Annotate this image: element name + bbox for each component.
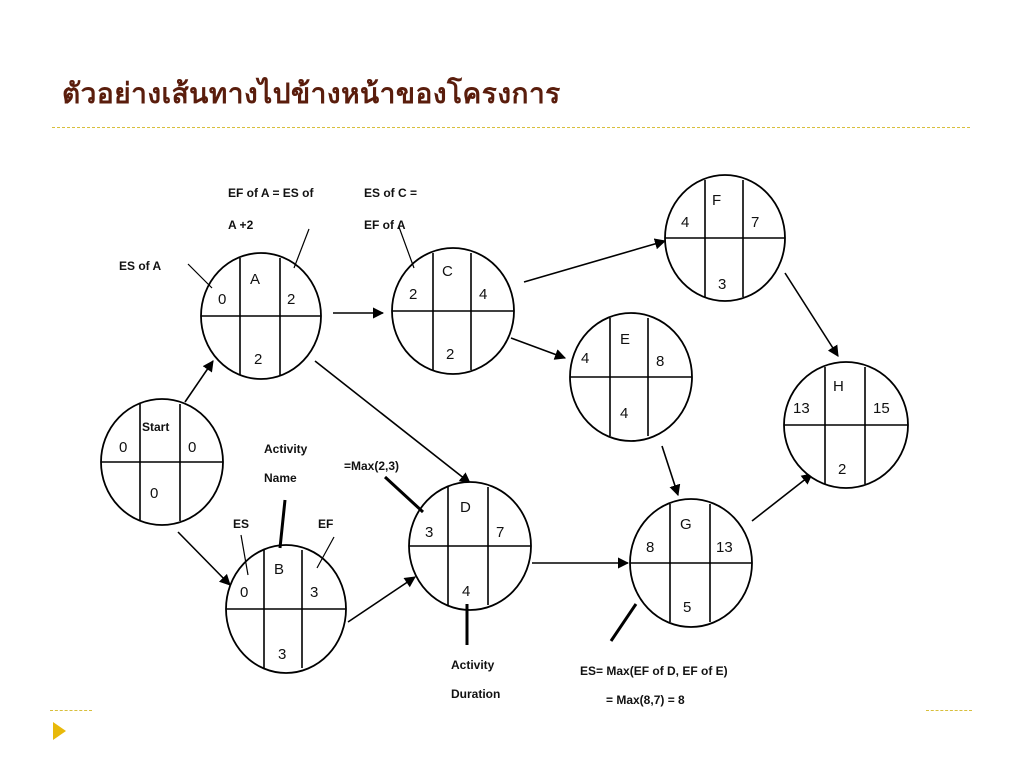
node-duration: 2 <box>446 346 454 363</box>
node-duration: 4 <box>462 583 470 600</box>
node-duration: 2 <box>838 461 846 478</box>
bullet-arrow-icon <box>53 722 66 740</box>
annotation-es-of-c-line1: ES of C = <box>364 186 417 200</box>
node-e: E 4 8 4 <box>569 312 693 442</box>
leader-ef-of-a <box>293 228 310 269</box>
annotation-max-d: =Max(2,3) <box>344 459 399 473</box>
annotation-es-of-c-line2: EF of A <box>364 218 406 232</box>
node-name: E <box>620 331 630 348</box>
node-a: A 0 2 2 <box>200 252 322 380</box>
node-f: F 4 7 3 <box>664 174 786 302</box>
node-es: 13 <box>793 400 810 417</box>
node-b: B 0 3 3 <box>225 544 347 674</box>
leader-ef <box>316 536 335 569</box>
node-es: 3 <box>425 524 433 541</box>
footer-divider-left <box>50 710 92 711</box>
node-name: C <box>442 263 453 280</box>
edge-start-b <box>177 531 231 586</box>
annotation-es-g-line2: = Max(8,7) = 8 <box>606 693 685 707</box>
edges <box>177 238 839 623</box>
node-d: D 3 7 4 <box>408 481 532 611</box>
node-es: 0 <box>240 584 248 601</box>
node-ef: 15 <box>873 400 890 417</box>
node-name: H <box>833 378 844 395</box>
edge-g-h <box>751 473 813 522</box>
annotation-es-g-line1: ES= Max(EF of D, EF of E) <box>580 664 728 678</box>
node-h: H 13 15 2 <box>783 361 909 489</box>
node-name: G <box>680 516 692 533</box>
node-g: G 8 13 5 <box>629 498 753 628</box>
node-ef: 8 <box>656 353 664 370</box>
annotation-activity-duration-line2: Duration <box>451 687 500 701</box>
leader-es-of-c <box>398 226 415 269</box>
node-start: Start 0 0 0 <box>100 398 224 526</box>
node-name: B <box>274 561 284 578</box>
node-name: Start <box>142 420 169 434</box>
node-ef: 7 <box>496 524 504 541</box>
node-es: 0 <box>218 291 226 308</box>
node-es: 0 <box>119 439 127 456</box>
leader-es <box>240 534 249 576</box>
annotation-activity-duration-line1: Activity <box>451 658 495 672</box>
node-ef: 2 <box>287 291 295 308</box>
node-name: D <box>460 499 471 516</box>
annotation-ef: EF <box>318 517 333 531</box>
node-name: F <box>712 192 721 209</box>
annotation-ef-of-a-line1: EF of A = ES of <box>228 186 314 200</box>
edge-a-d <box>314 360 471 484</box>
edge-c-f <box>523 238 667 283</box>
node-ef: 7 <box>751 214 759 231</box>
edge-b-d <box>347 576 416 623</box>
edge-e-g <box>661 445 681 497</box>
node-duration: 0 <box>150 485 158 502</box>
footer-divider-right <box>926 710 972 711</box>
title-divider <box>52 127 970 128</box>
node-ef: 3 <box>310 584 318 601</box>
leader-activity-name <box>278 499 287 549</box>
node-duration: 5 <box>683 599 691 616</box>
leader-es-of-a <box>187 263 213 289</box>
annotation-activity-name-line1: Activity <box>264 442 308 456</box>
annotation-es-of-a: ES of A <box>119 259 162 273</box>
leader-max-d <box>383 475 425 514</box>
leader-es-g <box>609 603 638 642</box>
node-c: C 2 4 2 <box>391 247 515 375</box>
node-es: 4 <box>581 350 589 367</box>
node-es: 4 <box>681 214 689 231</box>
node-es: 8 <box>646 539 654 556</box>
edge-c-e <box>510 337 567 360</box>
node-duration: 3 <box>718 276 726 293</box>
node-ef: 4 <box>479 286 487 303</box>
edge-start-a <box>184 360 214 403</box>
annotation-es: ES <box>233 517 249 531</box>
node-duration: 3 <box>278 646 286 663</box>
node-ef: 0 <box>188 439 196 456</box>
node-es: 2 <box>409 286 417 303</box>
node-ef: 13 <box>716 539 733 556</box>
slide-title: ตัวอย่างเส้นทางไปข้างหน้าของโครงการ <box>62 77 561 110</box>
node-duration: 2 <box>254 351 262 368</box>
annotation-activity-name-line2: Name <box>264 471 297 485</box>
node-duration: 4 <box>620 405 628 422</box>
node-name: A <box>250 271 260 288</box>
annotation-ef-of-a-line2: A +2 <box>228 218 254 232</box>
edge-f-h <box>784 272 839 357</box>
annotations: EF of A = ES of A +2 ES of C = EF of A E… <box>119 186 728 707</box>
